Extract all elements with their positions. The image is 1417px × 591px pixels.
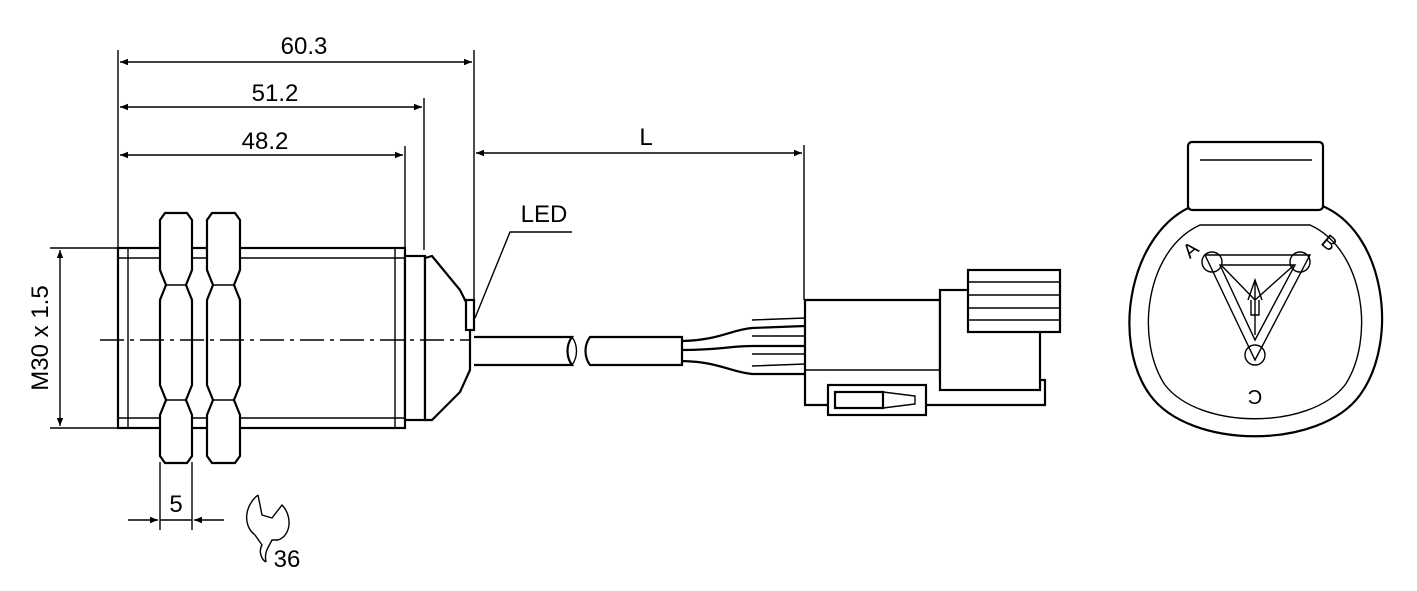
dimension-thread: 48.2 xyxy=(120,128,403,159)
dim-5: 5 xyxy=(169,491,182,518)
connector-side-view xyxy=(803,268,1062,417)
dim-51-2: 51.2 xyxy=(252,80,299,107)
dimension-overall: 60.3 xyxy=(120,33,472,66)
cable xyxy=(474,317,806,376)
wrench-size: 36 xyxy=(274,546,301,573)
dimension-nut: 5 xyxy=(128,491,224,524)
extension-lines xyxy=(50,50,805,530)
dim-60-3: 60.3 xyxy=(281,33,328,60)
dim-m30: M30 x 1.5 xyxy=(27,285,54,390)
dimension-thread-diameter: M30 x 1.5 xyxy=(27,250,64,426)
led-callout: LED xyxy=(474,201,572,319)
led-label: LED xyxy=(521,201,568,228)
dimension-led: 51.2 xyxy=(120,80,422,111)
connector-front-view: A B C xyxy=(1128,140,1384,438)
dimension-cable: L xyxy=(476,124,802,157)
dim-48-2: 48.2 xyxy=(242,128,289,155)
wrench-icon: 36 xyxy=(246,494,301,573)
pin-c-label: C xyxy=(1248,385,1262,407)
lock-nut-1 xyxy=(158,211,194,465)
dim-l: L xyxy=(639,124,652,151)
lock-nut-2 xyxy=(205,211,242,465)
